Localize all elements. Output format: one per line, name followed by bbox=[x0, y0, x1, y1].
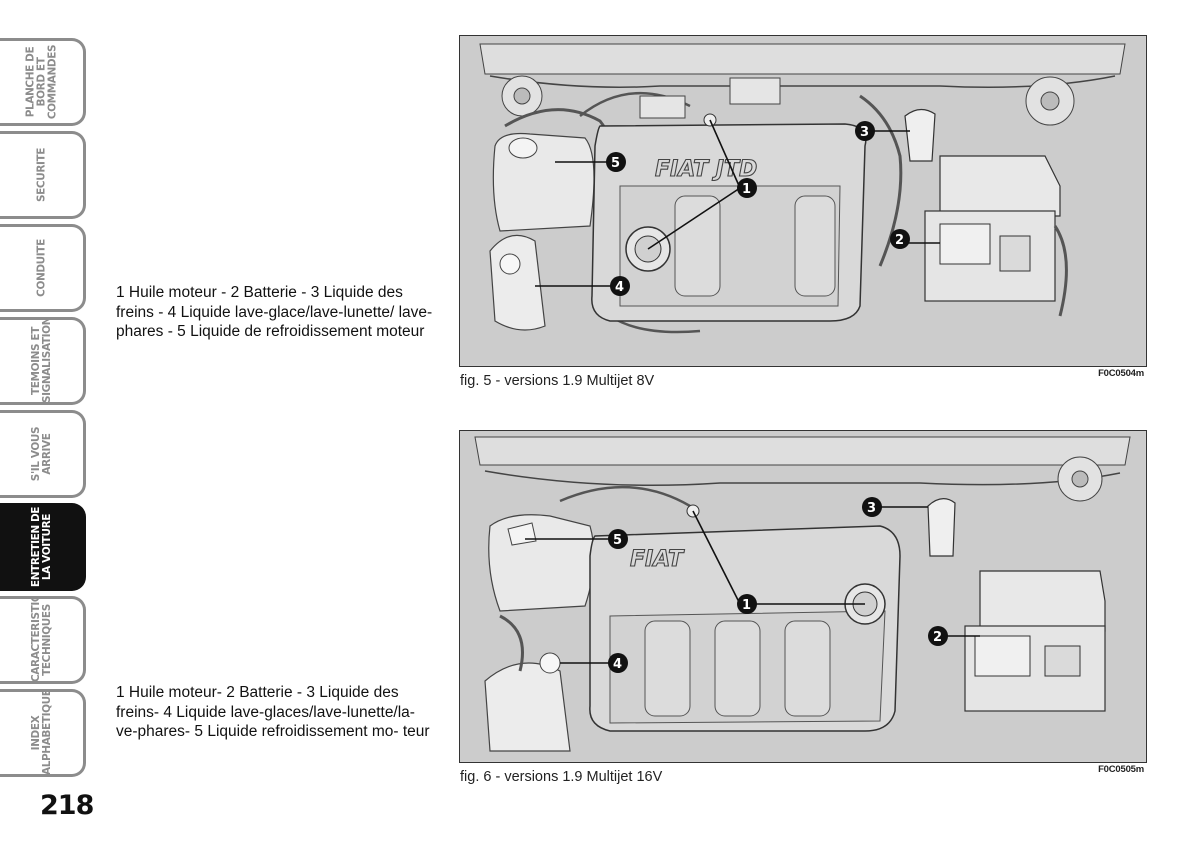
callout-4-label: 4 bbox=[613, 657, 622, 672]
figure-6-code: F0C0505m bbox=[1098, 764, 1144, 775]
callout-4-label: 4 bbox=[615, 280, 624, 295]
tab-entretien[interactable]: ENTRETIEN DE LA VOITURE bbox=[0, 503, 86, 591]
callout-3-label: 3 bbox=[867, 501, 876, 516]
page-number: 218 bbox=[40, 790, 94, 821]
callout-5-label: 5 bbox=[613, 533, 622, 548]
callout-4 bbox=[610, 276, 630, 296]
engine-bay-figure-5: FIAT JTD 1 2 3 bbox=[459, 35, 1147, 367]
tab-label: S'IL VOUS ARRIVE bbox=[29, 426, 53, 482]
callout-5 bbox=[608, 529, 628, 549]
callout-3 bbox=[855, 121, 875, 141]
callout-1 bbox=[737, 594, 757, 614]
fiat-jtd-logo: FIAT JTD bbox=[655, 157, 757, 182]
figure-5-legend: 1 Huile moteur - 2 Batterie - 3 Liquide … bbox=[116, 284, 433, 340]
figure-6-legend: 1 Huile moteur- 2 Batterie - 3 Liquide d… bbox=[116, 684, 430, 740]
tab-temoins[interactable]: TEMOINS ET SIGNALISATIONS bbox=[0, 317, 86, 405]
engine-bay-drawing-8v: FIAT JTD 1 2 3 bbox=[460, 36, 1145, 365]
callout-1 bbox=[737, 178, 757, 198]
tab-label: INDEX ALPHABETIQUE bbox=[29, 689, 53, 775]
tab-label: CONDUITE bbox=[35, 239, 47, 297]
tab-planche-de-bord[interactable]: PLANCHE DE BORD ET COMMANDES bbox=[0, 38, 86, 126]
callout-2 bbox=[928, 626, 948, 646]
callout-5-label: 5 bbox=[611, 156, 620, 171]
figure-5-caption: fig. 5 - versions 1.9 Multijet 8V bbox=[460, 373, 655, 389]
tab-label: SECURITE bbox=[35, 147, 47, 203]
figure-6-caption: fig. 6 - versions 1.9 Multijet 16V bbox=[460, 769, 663, 785]
callout-5 bbox=[606, 152, 626, 172]
callout-4 bbox=[608, 653, 628, 673]
tab-label: CARACTERISTIQUES TECHNIQUES bbox=[29, 596, 53, 682]
tab-securite[interactable]: SECURITE bbox=[0, 131, 86, 219]
callout-3 bbox=[862, 497, 882, 517]
callout-2-label: 2 bbox=[933, 630, 942, 645]
engine-bay-drawing-16v: FIAT 1 2 3 4 5 bbox=[460, 431, 1145, 761]
figure-5-code: F0C0504m bbox=[1098, 368, 1144, 379]
tab-index[interactable]: INDEX ALPHABETIQUE bbox=[0, 689, 86, 777]
callout-1-label: 1 bbox=[742, 598, 751, 613]
callout-1-label: 1 bbox=[742, 182, 751, 197]
tab-label: PLANCHE DE BORD ET COMMANDES bbox=[24, 44, 58, 120]
fiat-logo: FIAT bbox=[630, 547, 685, 572]
tab-conduite[interactable]: CONDUITE bbox=[0, 224, 86, 312]
tab-sil-vous-arrive[interactable]: S'IL VOUS ARRIVE bbox=[0, 410, 86, 498]
tab-label: TEMOINS ET SIGNALISATIONS bbox=[29, 317, 53, 403]
tab-caracteristiques[interactable]: CARACTERISTIQUES TECHNIQUES bbox=[0, 596, 86, 684]
tab-label: ENTRETIEN DE LA VOITURE bbox=[29, 506, 53, 588]
chapter-tabs: PLANCHE DE BORD ET COMMANDES SECURITE CO… bbox=[0, 0, 90, 845]
callout-3-label: 3 bbox=[860, 125, 869, 140]
engine-bay-figure-6: FIAT 1 2 3 4 5 bbox=[459, 430, 1147, 763]
callout-2 bbox=[890, 229, 910, 249]
callout-2-label: 2 bbox=[895, 233, 904, 248]
